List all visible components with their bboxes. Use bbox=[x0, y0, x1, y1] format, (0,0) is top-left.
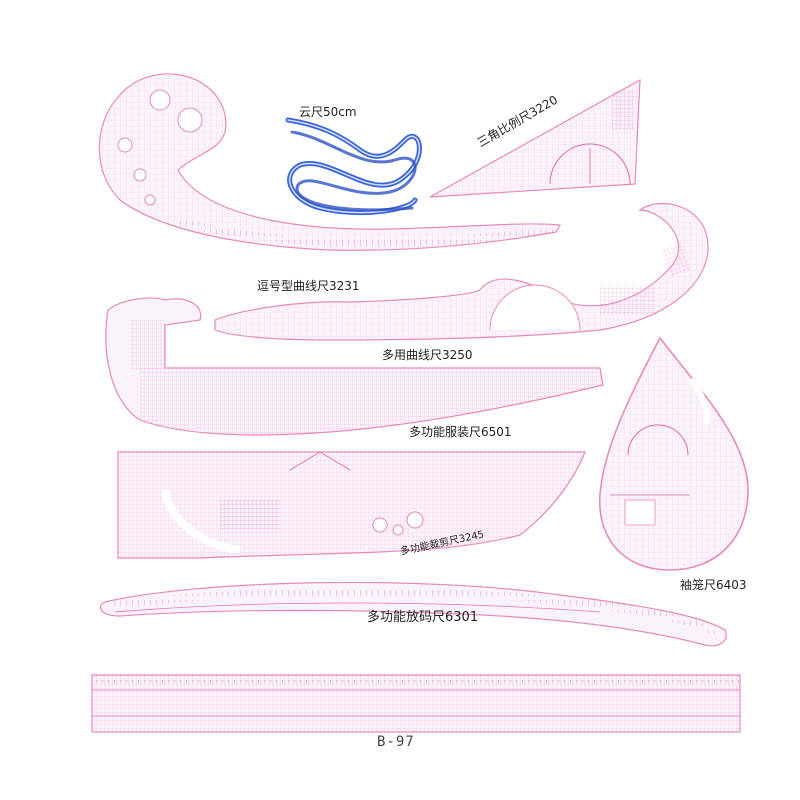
straight-ruler bbox=[91, 674, 741, 733]
garment-ruler-label: 多功能服装尺6501 bbox=[409, 425, 512, 439]
multi-curve-ruler bbox=[214, 202, 709, 341]
straight-ruler-label: B-97 bbox=[377, 734, 415, 750]
flexible-ruler-label: 云尺50cm bbox=[299, 105, 357, 119]
multi-curve-ruler-label: 多用曲线尺3250 bbox=[382, 348, 473, 362]
triangle-ruler bbox=[429, 78, 641, 198]
grading-ruler bbox=[99, 581, 727, 647]
grading-ruler-label: 多功能放码尺6301 bbox=[367, 610, 479, 625]
armhole-ruler-label: 袖笼尺6403 bbox=[680, 578, 747, 592]
flexible-ruler bbox=[285, 117, 422, 216]
garment-ruler bbox=[105, 297, 604, 436]
cutting-ruler bbox=[117, 451, 586, 559]
comma-curve-ruler-label: 逗号型曲线尺3231 bbox=[257, 279, 360, 293]
armhole-ruler bbox=[599, 336, 749, 571]
comma-curve-ruler bbox=[98, 73, 561, 251]
